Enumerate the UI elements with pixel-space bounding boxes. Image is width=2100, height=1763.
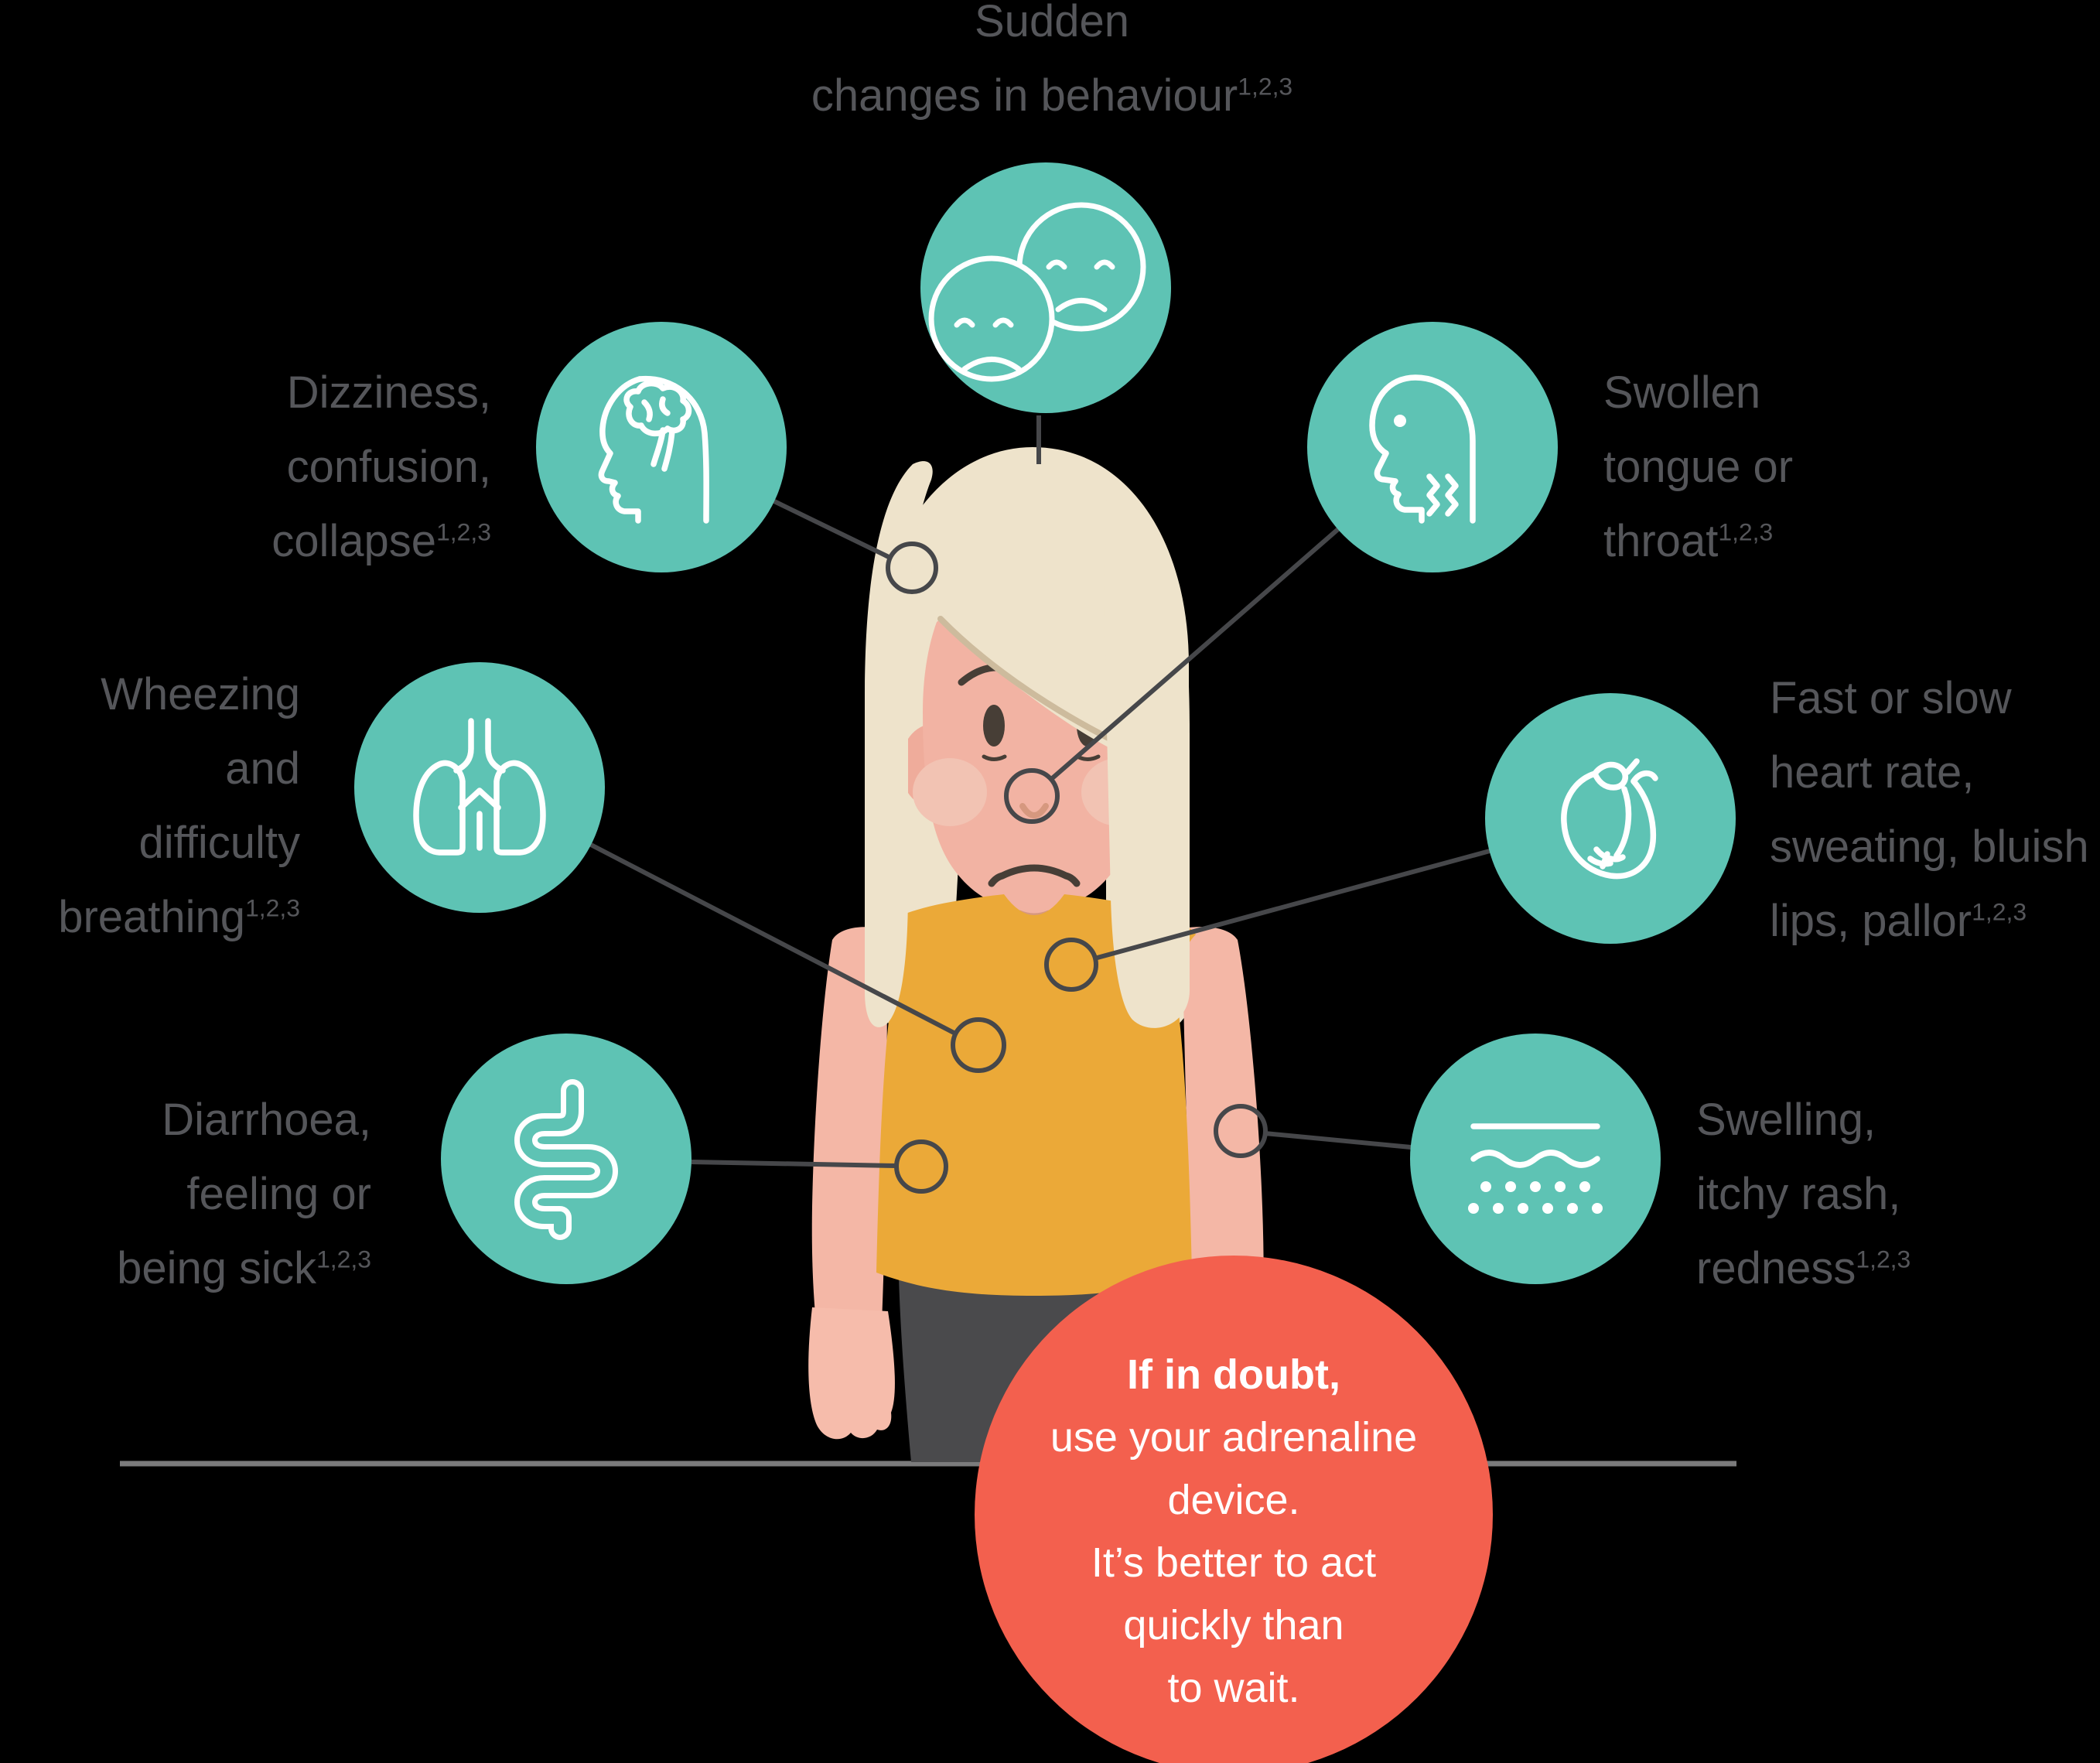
symptom-circle-swelling <box>1410 1034 1661 1284</box>
symptom-circle-dizziness <box>536 322 787 572</box>
symptom-circle-heart-rate <box>1485 693 1736 944</box>
eye-left <box>983 705 1005 747</box>
head-throat-icon <box>1369 374 1476 524</box>
marker-circle-chest <box>951 1017 1006 1073</box>
left-arm <box>811 927 887 1323</box>
advice-circle <box>975 1256 1493 1763</box>
skin-icon <box>1468 1123 1603 1214</box>
symptom-circle-swollen-throat <box>1307 322 1558 572</box>
hair-side-right <box>1105 480 1190 1028</box>
eye-left-lash <box>982 754 1007 761</box>
connector-dizziness <box>773 499 892 560</box>
symptom-circle-wheezing <box>354 662 605 913</box>
intestine-icon <box>514 1079 618 1240</box>
marker-circle-chin <box>1004 768 1060 824</box>
left-hand <box>808 1307 895 1440</box>
nose <box>1019 803 1049 818</box>
marker-circle-shoulder <box>1044 938 1098 992</box>
label-dizziness: Dizziness,confusion,collapse1,2,3 <box>271 367 491 566</box>
head-brain-icon <box>598 375 709 524</box>
symptom-circle-behaviour <box>920 162 1171 413</box>
hair-side-left <box>865 461 933 1027</box>
marker-circle-stomach <box>894 1139 948 1194</box>
two-sad-faces-icon <box>928 202 1146 382</box>
lungs-icon <box>413 718 546 856</box>
connector-swelling <box>1264 1131 1412 1150</box>
connector-lines <box>589 415 1490 1194</box>
heart-icon <box>1561 758 1658 880</box>
marker-circle-forehead <box>886 542 938 594</box>
blush-left <box>913 758 987 826</box>
connector-swollen-throat <box>1048 527 1340 783</box>
shirt <box>872 894 1196 1296</box>
advice-bold-line: If in doubt, <box>1127 1351 1340 1398</box>
label-swelling: Swelling,itchy rash,redness1,2,3 <box>1696 1095 1911 1293</box>
connector-wheezing <box>589 842 958 1037</box>
connector-heart-rate <box>1094 849 1490 961</box>
connector-diarrhoea <box>691 1160 897 1168</box>
mouth <box>988 864 1081 887</box>
symptom-circle-diarrhoea <box>441 1034 691 1284</box>
marker-circle-arm <box>1214 1104 1268 1158</box>
